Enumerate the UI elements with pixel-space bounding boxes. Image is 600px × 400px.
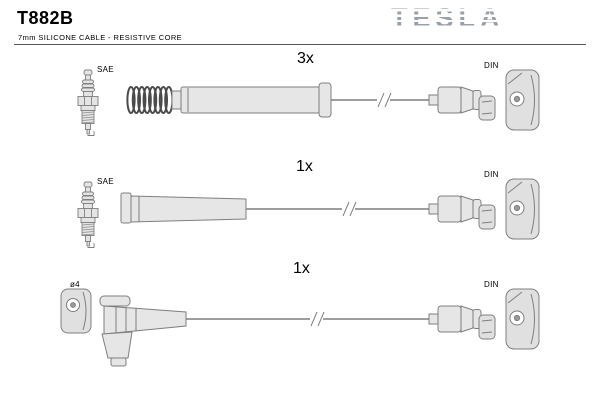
row1-plug-label: SAE	[97, 65, 114, 74]
row1-quantity: 3x	[297, 50, 314, 67]
row1-end-connector	[428, 86, 482, 114]
row1-din-icon	[478, 69, 540, 131]
row3-end-connector	[428, 305, 482, 333]
part-number: T882B	[17, 8, 74, 28]
row3-plug-label: ø4	[70, 280, 80, 289]
row2-end-connector	[428, 195, 482, 223]
row2-graphic	[77, 178, 540, 248]
row2-boot	[120, 192, 247, 224]
header-divider	[14, 44, 586, 45]
row2-din-icon	[478, 178, 540, 240]
row1-wire-break	[377, 92, 392, 108]
subtitle: 7mm SILICONE CABLE - RESISTIVE CORE	[18, 33, 183, 42]
row2-sparkplug-icon	[77, 181, 99, 248]
row3-angled-boot	[99, 295, 187, 367]
row3-graphic	[60, 288, 540, 367]
row3-wire-break	[310, 311, 325, 327]
row3-terminal-icon	[60, 288, 92, 334]
row2-socket-label: DIN	[484, 170, 499, 179]
row3-quantity: 1x	[293, 260, 310, 277]
row1-boot	[171, 82, 332, 118]
row1-graphic	[77, 69, 540, 136]
row1-socket-label: DIN	[484, 61, 499, 70]
row1-spring-section	[126, 86, 174, 114]
row3-socket-label: DIN	[484, 280, 499, 289]
row3-din-icon	[478, 288, 540, 350]
row1-sparkplug-icon	[77, 69, 99, 136]
row2-plug-label: SAE	[97, 177, 114, 186]
row2-wire-break	[342, 201, 357, 217]
row2-quantity: 1x	[296, 158, 313, 175]
